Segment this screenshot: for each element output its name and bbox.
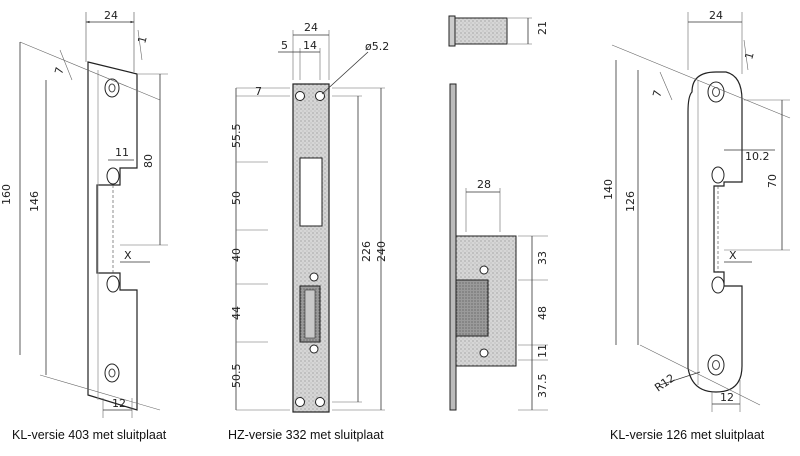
middle-hole-tl [295,91,305,101]
left-diag-2 [39,374,161,411]
left-plate-outline [87,61,138,411]
middle-hole-leader [321,51,369,95]
side-latch [455,279,489,337]
right-x-label: X [729,249,737,262]
middle-plate-group: 24 5 14 ø5.2 7 55.5 50 40 44 50.5 226 24… [230,21,389,413]
caption-right: KL-versie 126 met sluitplaat [610,428,765,442]
left-total-label: 160 [0,184,13,205]
side-screw-top [479,265,489,275]
side-cap-label: 21 [536,21,549,35]
left-top-offset-label: 7 [52,66,66,76]
left-half-label: 80 [142,154,155,168]
middle-240-label: 240 [375,241,388,262]
right-thickness-line [743,39,749,71]
right-radius-label: R12 [652,371,677,394]
left-gap-label: 11 [115,146,129,159]
left-diag-1 [19,41,161,101]
left-width-label: 24 [104,9,118,22]
middle-hole-label: ø5.2 [365,40,389,53]
left-hole-lower-mid [106,275,120,293]
side-cap-flange [448,15,456,47]
middle-plate-body [292,83,330,413]
left-hole-bottom-inner [108,368,116,378]
right-hole-lower-mid [711,276,725,294]
middle-latch-inner [304,289,316,339]
left-plate-group: 24 160 146 7 1 11 80 X 12 [0,9,168,418]
middle-screw-top [309,272,319,282]
right-thickness-label: 1 [742,51,756,61]
right-width-label: 24 [709,9,723,22]
right-plate-outline [687,71,743,393]
right-bottom-label: 12 [720,391,734,404]
middle-offset-14-label: 14 [303,39,317,52]
side-plate-profile [449,83,457,411]
right-10-label: 10.2 [745,150,770,163]
caption-middle: HZ-versie 332 met sluitplaat [228,428,384,442]
middle-seg-50-label: 50 [230,191,243,205]
right-plate-group: 24 140 126 7 1 10.2 70 X R12 12 [602,9,791,412]
right-radius-leader [659,371,701,386]
middle-seg-40-label: 40 [230,248,243,262]
right-top-offset-line [659,71,673,101]
side-cap-body [454,17,508,45]
right-half-label: 70 [766,174,779,188]
left-thickness-line [137,29,143,61]
left-hole-top-inner [108,83,116,93]
side-seg-33-label: 33 [536,251,549,265]
middle-seg-50-5-label: 50.5 [230,364,243,389]
side-screw-bottom [479,348,489,358]
right-top-offset-label: 7 [650,89,664,99]
middle-width-label: 24 [304,21,318,34]
middle-seg-55-label: 55.5 [230,124,243,149]
middle-hole-bl [295,397,305,407]
right-hole-upper-mid [711,166,725,184]
middle-226-label: 226 [360,241,373,262]
left-x-label: X [124,249,132,262]
middle-top-7-label: 7 [255,85,262,98]
side-seg-48-label: 48 [536,306,549,320]
caption-left: KL-versie 403 met sluitplaat [12,428,167,442]
middle-screw-bottom [309,344,319,354]
middle-offset-5-label: 5 [281,39,288,52]
left-thickness-label: 1 [135,35,149,45]
right-spacing-label: 126 [624,191,637,212]
left-spacing-label: 146 [28,191,41,212]
right-diag-1 [611,44,791,119]
left-top-offset-line [59,49,73,81]
left-bottom-label: 12 [112,397,126,410]
side-view-group: 21 28 33 48 11 37.5 [448,15,549,411]
right-total-label: 140 [602,179,615,200]
middle-hole-br [315,397,325,407]
side-seg-37-label: 37.5 [536,374,549,399]
left-hole-upper-mid [106,167,120,185]
right-hole-bottom-inner [712,360,720,370]
middle-window [299,157,323,227]
middle-seg-44-label: 44 [230,306,243,320]
side-seg-11-label: 11 [536,344,549,358]
side-box-label: 28 [477,178,491,191]
